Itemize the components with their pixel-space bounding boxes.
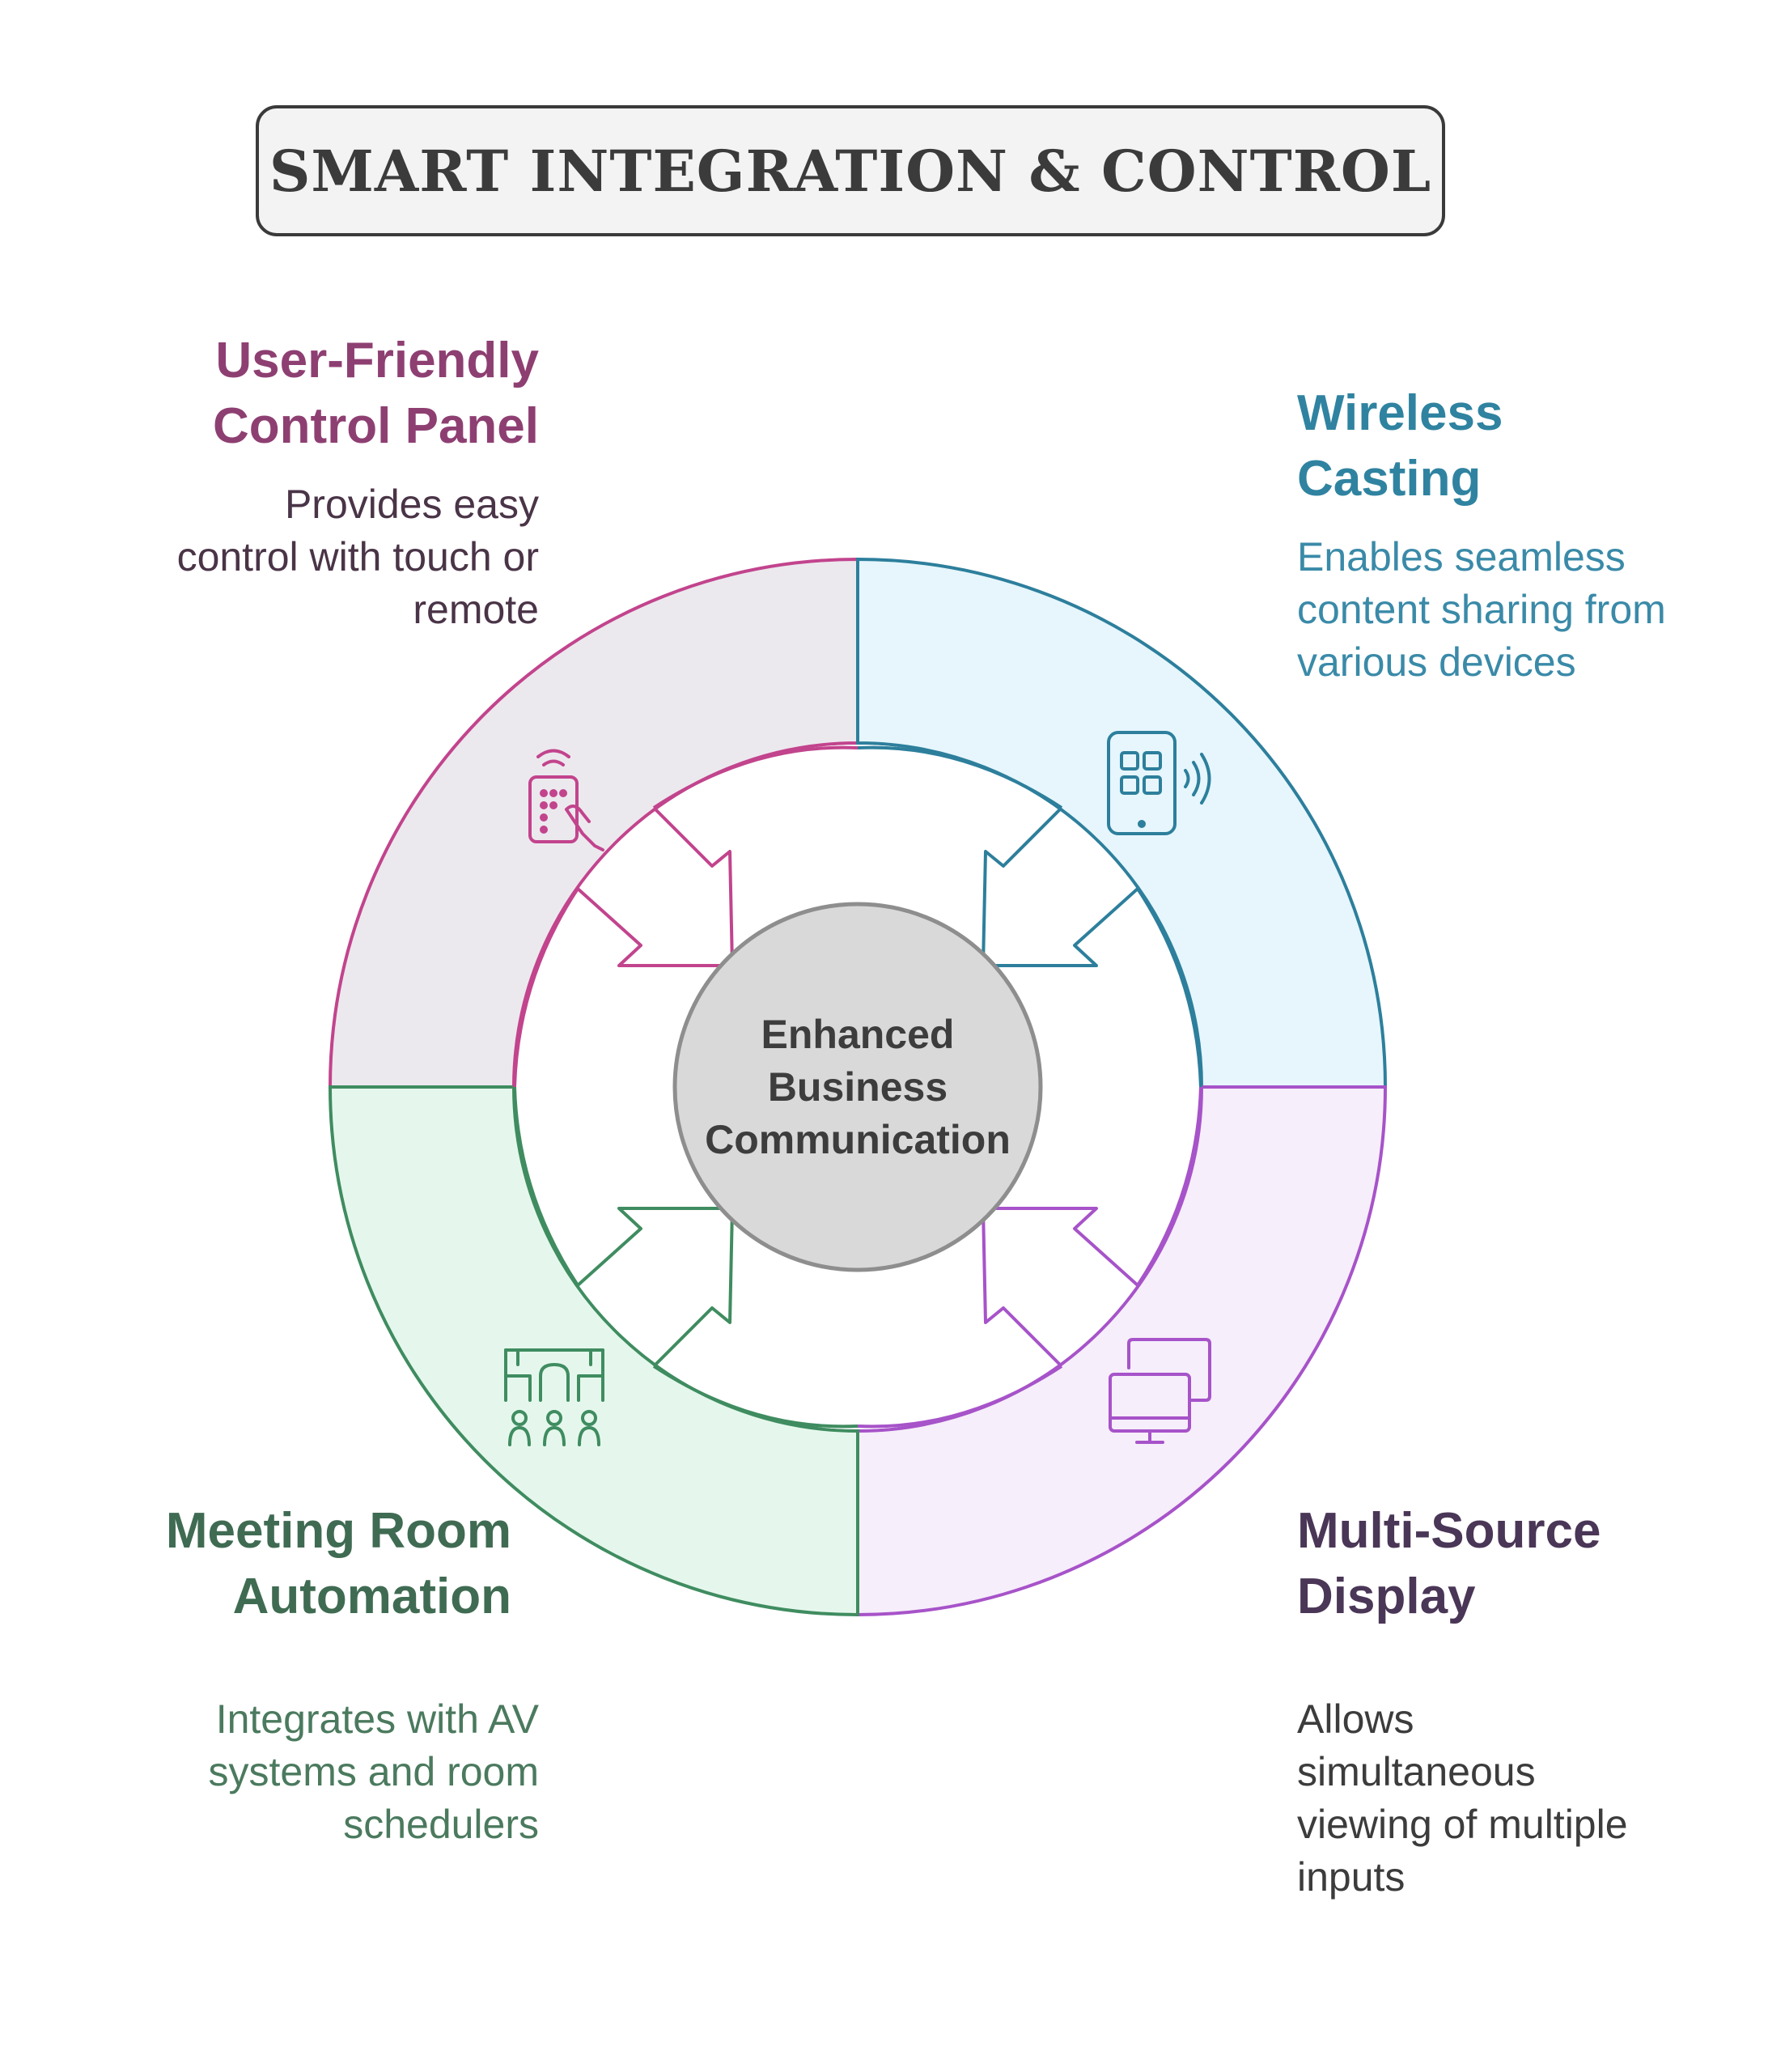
center-label-line-3: Communication <box>705 1117 1011 1162</box>
control-panel-heading: User-Friendly Control Panel <box>212 333 539 454</box>
control-panel-description: Provides easy control with touch or remo… <box>176 482 539 632</box>
arrow-wireless-casting <box>857 745 1063 809</box>
arrow-user-friendly <box>652 745 859 809</box>
remote-control-icon <box>528 749 604 851</box>
multi-source-block: Multi-Source Display <box>1297 1498 1750 1629</box>
multi-source-description-block: Allows simultaneous viewing of multiple … <box>1297 1693 1750 1904</box>
meeting-room-icon <box>504 1348 604 1446</box>
wireless-casting-block: Wireless Casting Enables seamless conten… <box>1297 380 1750 689</box>
arrow-meeting-room <box>652 1365 859 1429</box>
dual-monitor-icon <box>1109 1338 1211 1444</box>
arrow-multi-source <box>1136 1086 1202 1287</box>
control-panel-block: User-Friendly Control Panel Provides eas… <box>86 328 539 636</box>
meeting-room-block: Meeting Room Automation <box>58 1498 511 1629</box>
diagram-title: SMART INTEGRATION & CONTROL <box>269 137 1432 205</box>
wireless-casting-description: Enables seamless content sharing from va… <box>1297 534 1666 685</box>
center-label-line-2: Business <box>768 1064 948 1110</box>
multi-source-description: Allows simultaneous viewing of multiple … <box>1297 1696 1628 1900</box>
multi-source-heading: Multi-Source Display <box>1297 1503 1601 1624</box>
mobile-casting-icon <box>1107 731 1211 835</box>
wireless-casting-heading: Wireless Casting <box>1297 385 1503 507</box>
center-label-line-1: Enhanced <box>761 1012 955 1057</box>
center-circle <box>672 902 1043 1272</box>
title-box: SMART INTEGRATION & CONTROL <box>256 105 1445 236</box>
meeting-room-description-block: Integrates with AV systems and room sche… <box>86 1693 539 1851</box>
meeting-room-heading: Meeting Room Automation <box>165 1503 511 1624</box>
meeting-room-description: Integrates with AV systems and room sche… <box>208 1696 539 1847</box>
